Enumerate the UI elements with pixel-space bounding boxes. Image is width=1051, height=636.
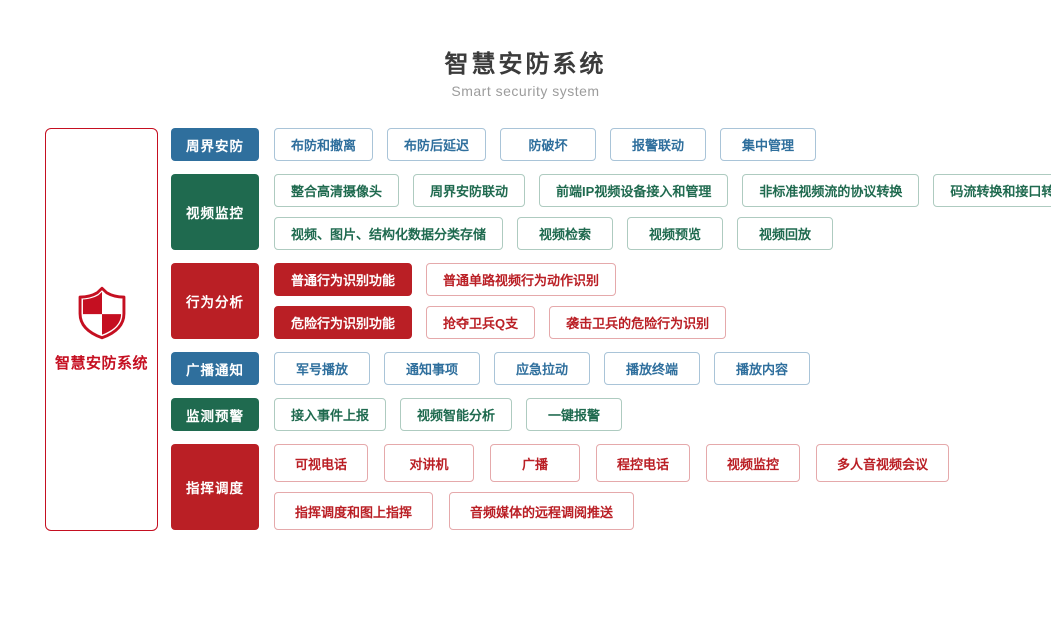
items-line: 普通行为识别功能普通单路视频行为动作识别 — [274, 263, 726, 296]
feature-row: 周界安防布防和撤离布防后延迟防破坏报警联动集中管理 — [171, 128, 1051, 161]
feature-node: 通知事项 — [384, 352, 480, 385]
feature-node: 视频、图片、结构化数据分类存储 — [274, 217, 504, 250]
feature-node: 视频预览 — [627, 217, 724, 250]
feature-node: 程控电话 — [596, 444, 691, 482]
feature-rows: 周界安防布防和撤离布防后延迟防破坏报警联动集中管理视频监控整合高清摄像头周界安防… — [171, 128, 1051, 530]
feature-row: 行为分析普通行为识别功能普通单路视频行为动作识别危险行为识别功能抢夺卫兵Q支袭击… — [171, 263, 1051, 339]
feature-node: 视频回放 — [737, 217, 834, 250]
feature-node: 危险行为识别功能 — [274, 306, 413, 339]
feature-row: 视频监控整合高清摄像头周界安防联动前端IP视频设备接入和管理非标准视频流的协议转… — [171, 174, 1051, 250]
feature-node: 广播 — [490, 444, 581, 482]
feature-node: 防破坏 — [500, 128, 597, 161]
feature-node: 指挥调度和图上指挥 — [274, 492, 434, 530]
feature-row: 指挥调度可视电话对讲机广播程控电话视频监控多人音视频会议指挥调度和图上指挥音频媒… — [171, 444, 1051, 530]
feature-node: 袭击卫兵的危险行为识别 — [549, 306, 727, 339]
feature-node: 抢夺卫兵Q支 — [426, 306, 536, 339]
feature-node: 布防后延迟 — [387, 128, 487, 161]
category-items: 接入事件上报视频智能分析一键报警 — [274, 398, 623, 431]
feature-node: 播放内容 — [714, 352, 810, 385]
feature-node: 视频智能分析 — [400, 398, 513, 431]
feature-node: 音频媒体的远程调阅推送 — [449, 492, 635, 530]
items-line: 军号播放通知事项应急拉动播放终端播放内容 — [274, 352, 810, 385]
page-subtitle: Smart security system — [451, 83, 600, 99]
category-node: 指挥调度 — [171, 444, 259, 530]
feature-node: 普通行为识别功能 — [274, 263, 413, 296]
items-line: 接入事件上报视频智能分析一键报警 — [274, 398, 623, 431]
items-line: 布防和撤离布防后延迟防破坏报警联动集中管理 — [274, 128, 817, 161]
feature-node: 布防和撤离 — [274, 128, 374, 161]
category-items: 可视电话对讲机广播程控电话视频监控多人音视频会议指挥调度和图上指挥音频媒体的远程… — [274, 444, 950, 530]
items-line: 整合高清摄像头周界安防联动前端IP视频设备接入和管理非标准视频流的协议转换码流转… — [274, 174, 1051, 207]
feature-node: 接入事件上报 — [274, 398, 387, 431]
feature-node: 应急拉动 — [494, 352, 590, 385]
feature-node: 播放终端 — [604, 352, 700, 385]
feature-node: 一键报警 — [526, 398, 623, 431]
root-system-label: 智慧安防系统 — [54, 355, 148, 372]
feature-node: 普通单路视频行为动作识别 — [426, 263, 617, 296]
category-node: 视频监控 — [171, 174, 259, 250]
items-line: 可视电话对讲机广播程控电话视频监控多人音视频会议 — [274, 444, 950, 482]
feature-node: 多人音视频会议 — [816, 444, 950, 482]
feature-node: 码流转换和接口转换 — [933, 174, 1051, 207]
feature-node: 整合高清摄像头 — [274, 174, 400, 207]
feature-row: 监测预警接入事件上报视频智能分析一键报警 — [171, 398, 1051, 431]
feature-node: 视频监控 — [706, 444, 801, 482]
feature-node: 可视电话 — [274, 444, 369, 482]
items-line: 视频、图片、结构化数据分类存储视频检索视频预览视频回放 — [274, 217, 1051, 250]
category-node: 行为分析 — [171, 263, 259, 339]
category-node: 周界安防 — [171, 128, 259, 161]
feature-row: 广播通知军号播放通知事项应急拉动播放终端播放内容 — [171, 352, 1051, 385]
root-system-node: 智慧安防系统 — [45, 128, 158, 531]
feature-node: 报警联动 — [610, 128, 707, 161]
category-items: 军号播放通知事项应急拉动播放终端播放内容 — [274, 352, 810, 385]
feature-node: 集中管理 — [720, 128, 817, 161]
feature-node: 军号播放 — [274, 352, 370, 385]
feature-node: 前端IP视频设备接入和管理 — [539, 174, 729, 207]
page-title: 智慧安防系统 — [444, 51, 607, 78]
category-node: 监测预警 — [171, 398, 259, 431]
category-node: 广播通知 — [171, 352, 259, 385]
feature-node: 对讲机 — [384, 444, 475, 482]
items-line: 指挥调度和图上指挥音频媒体的远程调阅推送 — [274, 492, 949, 530]
feature-node: 视频检索 — [517, 217, 614, 250]
category-items: 布防和撤离布防后延迟防破坏报警联动集中管理 — [274, 128, 817, 161]
feature-node: 周界安防联动 — [413, 174, 526, 207]
feature-node: 非标准视频流的协议转换 — [742, 174, 920, 207]
category-items: 整合高清摄像头周界安防联动前端IP视频设备接入和管理非标准视频流的协议转换码流转… — [274, 174, 1051, 250]
shield-checker-icon — [75, 286, 129, 340]
category-items: 普通行为识别功能普通单路视频行为动作识别危险行为识别功能抢夺卫兵Q支袭击卫兵的危… — [274, 263, 727, 339]
items-line: 危险行为识别功能抢夺卫兵Q支袭击卫兵的危险行为识别 — [274, 306, 727, 339]
